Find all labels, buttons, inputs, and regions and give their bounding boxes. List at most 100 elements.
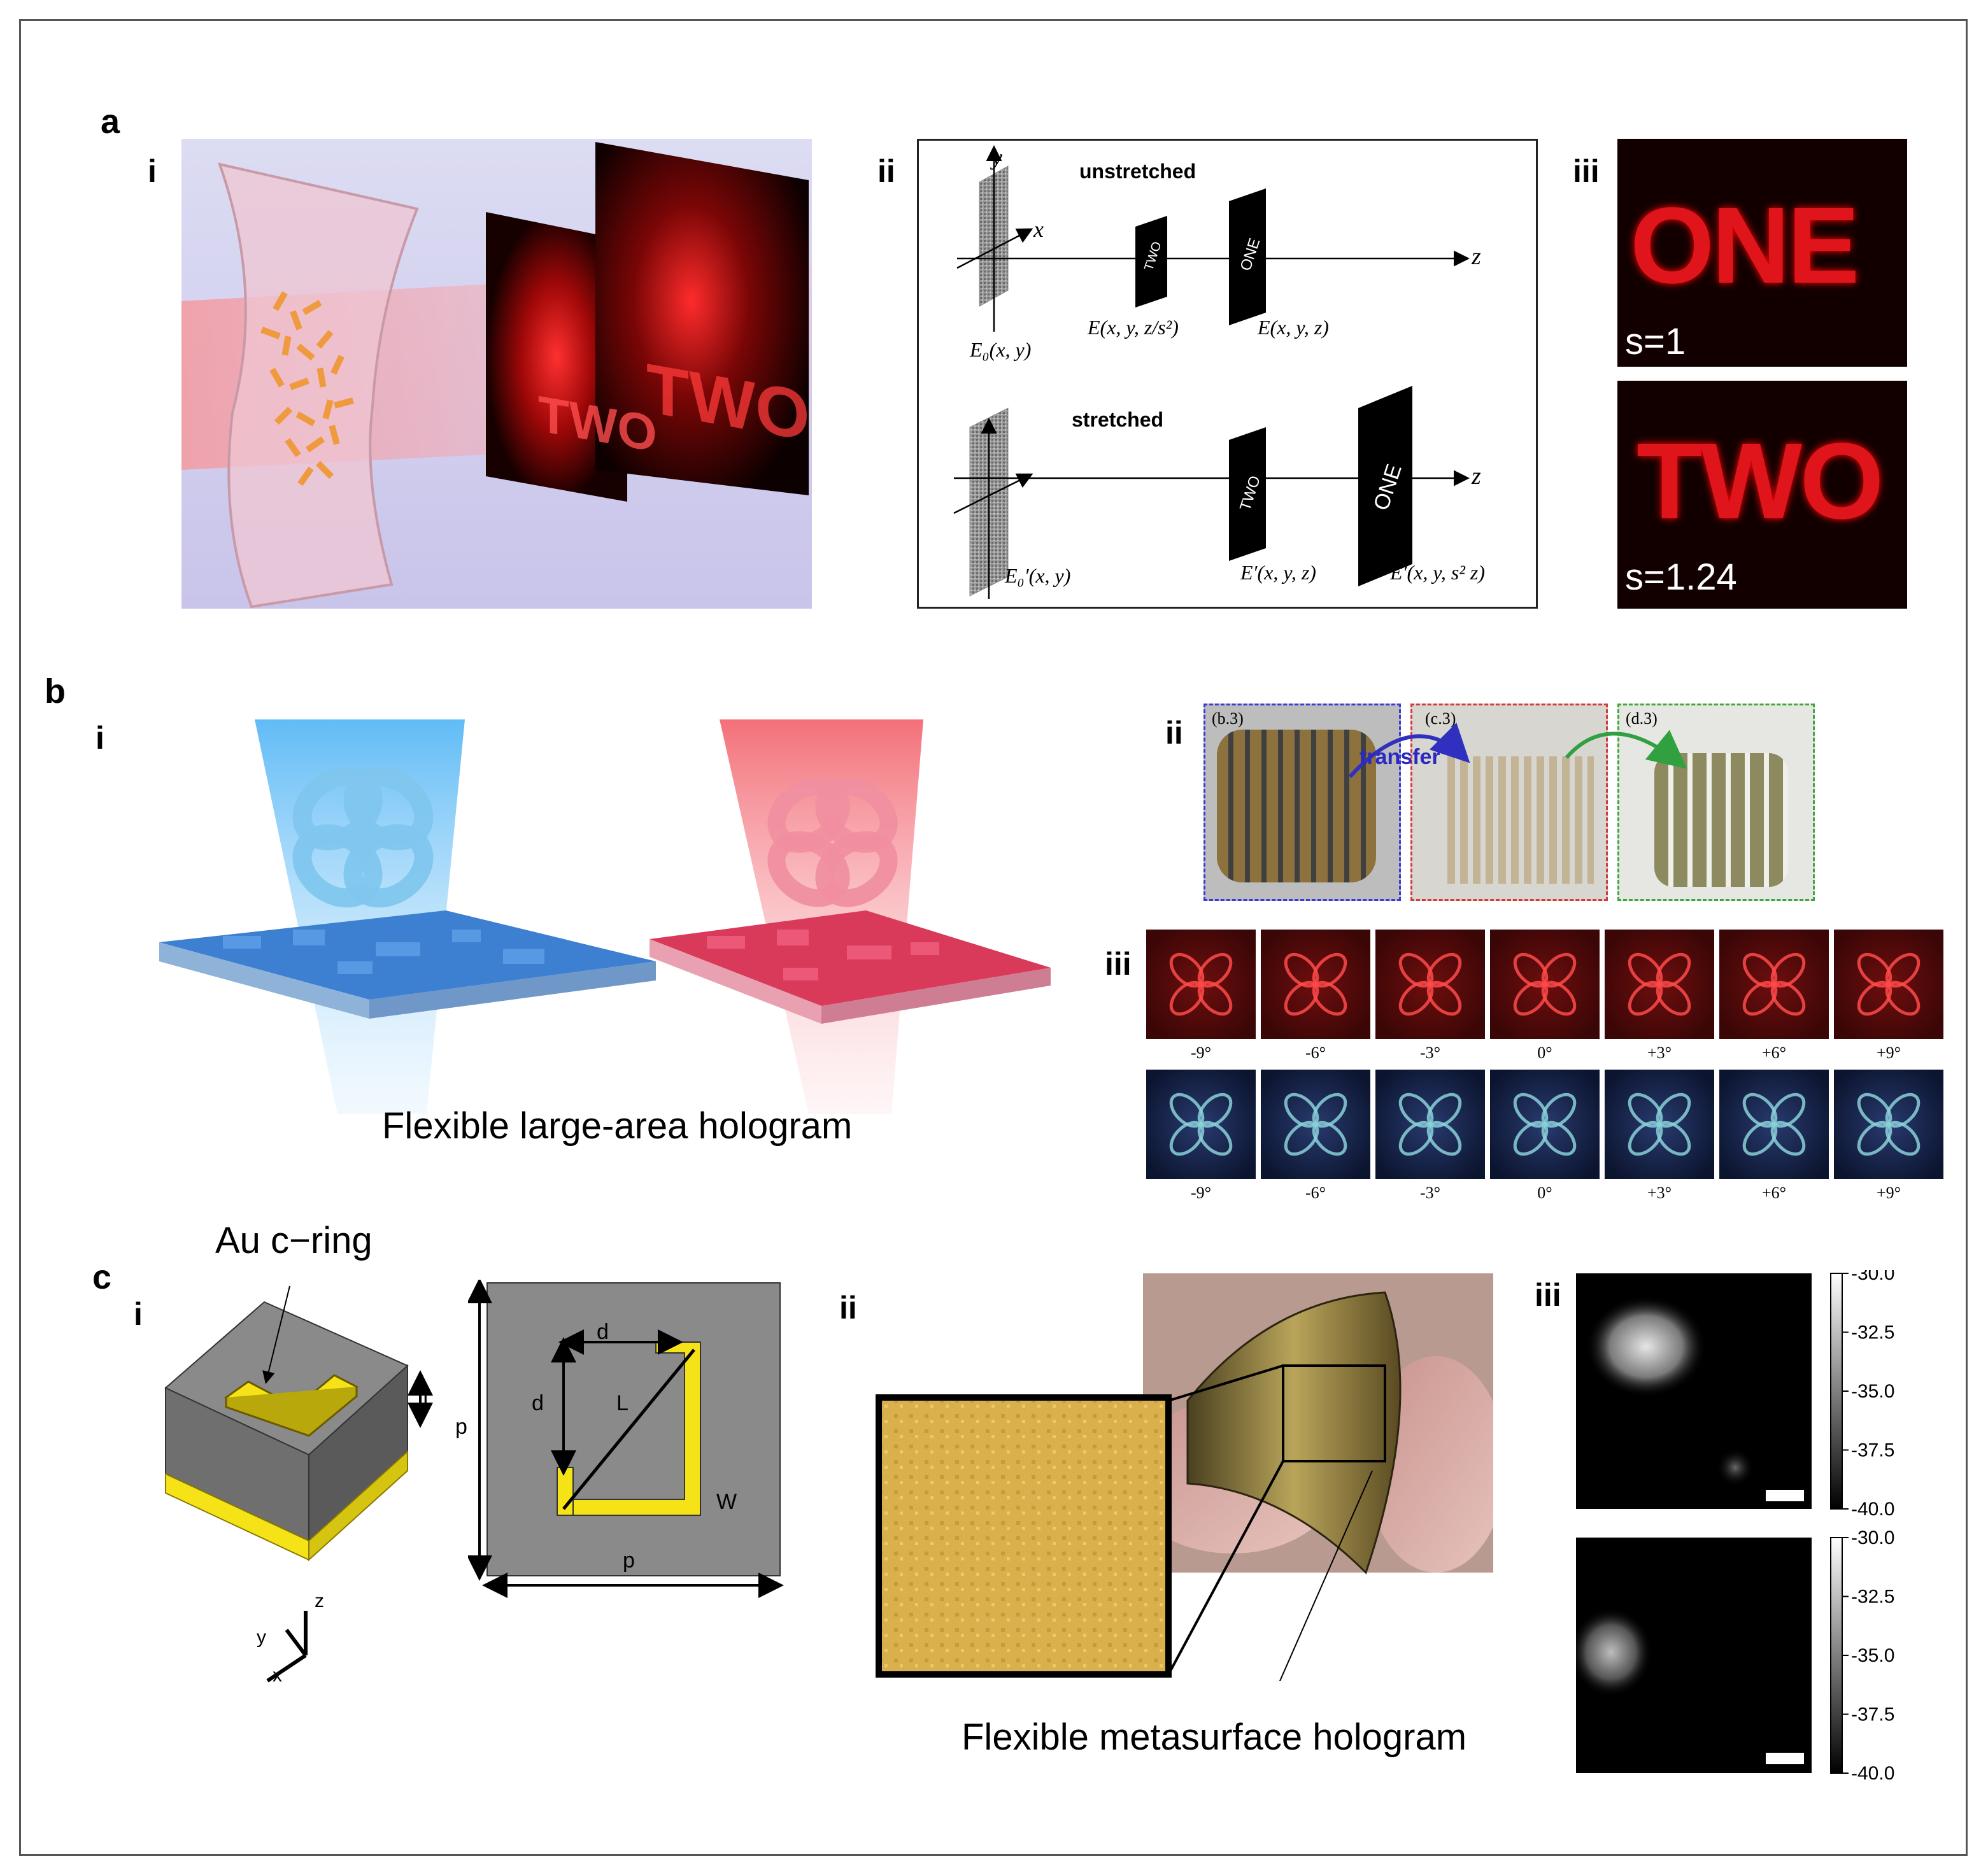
flexible-metasurface-photo xyxy=(876,1273,1493,1681)
large-area-hologram-illustration xyxy=(146,719,1070,1121)
result-image-one: ONE s=1 xyxy=(1617,139,1907,367)
scale-label-one: s=1 xyxy=(1625,321,1686,362)
colorbar-tick-label: -40.0 xyxy=(1851,1499,1894,1520)
wafer-pattern xyxy=(1217,730,1376,882)
transfer-label-d3: (d.3) xyxy=(1626,709,1658,728)
axis-z-label-bottom: z xyxy=(1472,463,1481,490)
dim-p-vertical: p xyxy=(455,1415,467,1439)
unit-cell-3d xyxy=(164,1285,433,1683)
dim-L: L xyxy=(616,1391,628,1415)
angle-label: +9° xyxy=(1877,1044,1901,1062)
angle-label: -3° xyxy=(1420,1184,1440,1202)
panel-b-i-label: i xyxy=(96,720,104,756)
panel-a-label: a xyxy=(101,103,120,141)
field-Eprime-scaled: E′(x, y, s² z) xyxy=(1390,561,1485,584)
substrate-pattern xyxy=(1654,753,1788,887)
panel-c-iii-label: iii xyxy=(1535,1277,1561,1313)
dim-d-side: d xyxy=(532,1391,544,1415)
stretching-principle-diagram: unstretched stretched y x z z TWO ONE TW… xyxy=(917,139,1538,609)
panel-c-label: c xyxy=(92,1258,112,1296)
blue-angle-image xyxy=(1719,1070,1829,1179)
panel-b-label: b xyxy=(45,672,66,711)
blue-angle-image xyxy=(1375,1070,1485,1179)
angle-label: 0° xyxy=(1537,1044,1552,1062)
blue-angle-image xyxy=(1146,1070,1256,1179)
result-image-two: TWO s=1.24 xyxy=(1617,381,1907,609)
red-row xyxy=(1146,930,1943,1039)
angle-label: -9° xyxy=(1191,1184,1211,1202)
figure-frame xyxy=(19,19,1968,1856)
blue-angle-image xyxy=(1605,1070,1714,1179)
field-Eprime: E′(x, y, z) xyxy=(1240,561,1316,584)
scale-label-two: s=1.24 xyxy=(1625,556,1737,598)
unstretched-label: unstretched xyxy=(1079,160,1196,183)
measured-intensity-maps: -30.0-32.5-35.0-37.5-40.0-30.0-32.5-35.0… xyxy=(1576,1270,1894,1779)
colorbar-tick-label: -37.5 xyxy=(1851,1440,1894,1461)
stretchable-hologram-illustration: TWO TWO xyxy=(181,139,812,609)
panel-a-i-label: i xyxy=(148,153,157,189)
transferred-pattern xyxy=(1447,756,1594,884)
angle-label: -9° xyxy=(1191,1044,1211,1062)
colorbar-tick-label: -35.0 xyxy=(1851,1645,1894,1666)
angle-label: +6° xyxy=(1762,1184,1786,1202)
colorbar-tick-label: -32.5 xyxy=(1851,1587,1894,1608)
axis-x: x xyxy=(273,1665,282,1686)
panel-a-iii-label: iii xyxy=(1573,153,1600,189)
field-E-full: E(x, y, z) xyxy=(1258,316,1329,339)
dim-W: W xyxy=(716,1490,737,1514)
panel-c-ii-label: ii xyxy=(839,1290,857,1326)
angle-label: -6° xyxy=(1305,1044,1326,1062)
angle-label: +6° xyxy=(1762,1044,1786,1062)
dim-t: t xyxy=(423,1385,430,1411)
flexible-metasurface-caption: Flexible metasurface hologram xyxy=(962,1716,1467,1758)
blue-angle-image xyxy=(1490,1070,1600,1179)
red-angle-image xyxy=(1834,930,1943,1039)
panel-c-i-label: i xyxy=(134,1296,143,1332)
field-E0-prime: E₀′(x, y) xyxy=(1005,564,1071,587)
axis-x-label: x xyxy=(1033,216,1044,242)
result-text-two: TWO xyxy=(1637,421,1884,542)
transfer-photo-d3: (d.3) xyxy=(1617,704,1815,901)
colorbar-tick-label: -30.0 xyxy=(1851,1527,1894,1548)
propagation-axes xyxy=(953,145,1470,599)
result-text-one: ONE xyxy=(1630,185,1859,306)
angle-label: -6° xyxy=(1305,1184,1326,1202)
axis-y: y xyxy=(257,1627,266,1648)
stretched-label: stretched xyxy=(1072,408,1164,431)
dim-d-top: d xyxy=(597,1320,609,1344)
angle-label: +3° xyxy=(1647,1044,1672,1062)
red-angle-image xyxy=(1146,930,1256,1039)
colorbar-tick-label: -37.5 xyxy=(1851,1704,1894,1725)
angle-label: -3° xyxy=(1420,1044,1440,1062)
blue-row xyxy=(1146,1070,1943,1179)
red-angle-image xyxy=(1261,930,1370,1039)
red-angle-image xyxy=(1490,930,1600,1039)
red-angle-image xyxy=(1719,930,1829,1039)
axis-z-label-top: z xyxy=(1472,243,1481,270)
axis-z: z xyxy=(315,1590,324,1611)
field-E0: E₀(x, y) xyxy=(970,338,1032,361)
panel-b-iii-label: iii xyxy=(1105,946,1132,982)
transfer-photo-b3: (b.3) xyxy=(1203,704,1401,901)
panel-b-ii-label: ii xyxy=(1165,715,1183,751)
panel-a-ii-label: ii xyxy=(877,153,895,189)
angle-label: +3° xyxy=(1647,1184,1672,1202)
blue-angle-image xyxy=(1834,1070,1943,1179)
angle-dependent-images: -9° -6° -3° 0° +3° +6° +9° -9° -6° -3° 0° +3° +6° +9… xyxy=(1146,930,1943,1202)
transfer-arrows xyxy=(1348,722,1687,779)
angle-label: +9° xyxy=(1877,1184,1901,1202)
colorbar-tick-label: -35.0 xyxy=(1851,1381,1894,1402)
transfer-label-b3: (b.3) xyxy=(1212,709,1244,728)
colorbar-tick-label: -40.0 xyxy=(1851,1763,1894,1779)
colorbar-tick-label: -32.5 xyxy=(1851,1322,1894,1343)
red-angle-image xyxy=(1605,930,1714,1039)
angle-label: 0° xyxy=(1537,1184,1552,1202)
red-angle-image xyxy=(1375,930,1485,1039)
blue-angle-image xyxy=(1261,1070,1370,1179)
au-c-ring-callout: Au c−ring xyxy=(215,1220,373,1261)
large-area-hologram-caption: Flexible large-area hologram xyxy=(382,1105,853,1147)
field-E-scaled: E(x, y, z/s²) xyxy=(1088,316,1179,339)
transfer-arrow-label: transfer xyxy=(1360,745,1440,769)
unit-cell-top-view xyxy=(468,1280,784,1598)
dim-p-horizontal: p xyxy=(623,1548,635,1573)
